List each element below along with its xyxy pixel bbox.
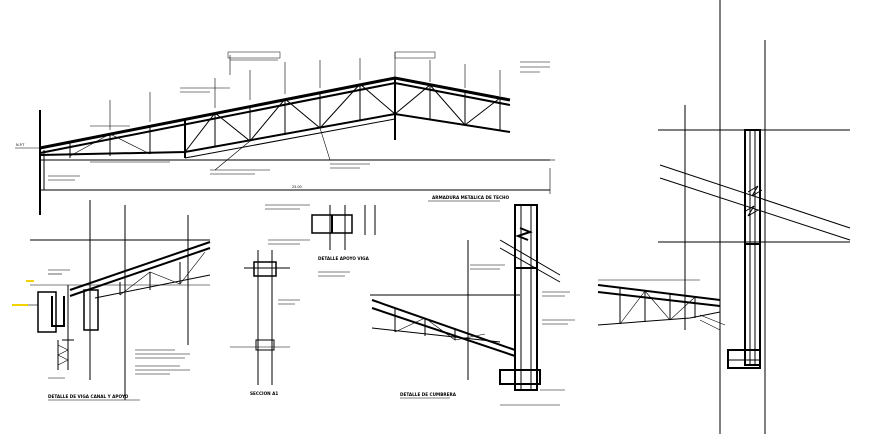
left-support-column: N.P.T (15, 110, 45, 215)
main-truss-elevation: N.P.T 25.00 (15, 51, 555, 215)
truss-bottom-chord-inner (184, 118, 396, 159)
right-column-detail (597, 0, 851, 434)
beam-and-gutter-detail: DETALLE DE VIGA CANAL Y APOYO (12, 200, 211, 401)
truss-web-diagonals (69, 83, 501, 157)
truss-web-verticals (69, 78, 501, 158)
support-detail: DETALLE APOYO VIGA (265, 204, 376, 277)
support-detail-title: DETALLE APOYO VIGA (318, 256, 370, 261)
purlin-reference-lines (109, 58, 501, 130)
main-span-dimension: 25.00 (292, 185, 302, 189)
column-section-detail: SECCION A1 (230, 250, 300, 396)
beam-detail-title: DETALLE DE VIGA CANAL Y APOYO (48, 394, 129, 399)
truss-dimension-lines: 25.00 (39, 159, 555, 194)
truss-detail-title: ARMADURA METALICA DE TECHO (432, 195, 510, 200)
ridge-detail-title: DETALLE DE CUMBRERA (400, 392, 457, 397)
truss-annotations (48, 51, 550, 181)
ridge-detail: ARMADURA METALICA DE TECHO DETALLE DE CU… (370, 195, 575, 406)
truss-bottom-chord (39, 112, 511, 156)
section-title: SECCION A1 (250, 391, 278, 396)
level-mark-label: N.P.T (16, 143, 25, 147)
